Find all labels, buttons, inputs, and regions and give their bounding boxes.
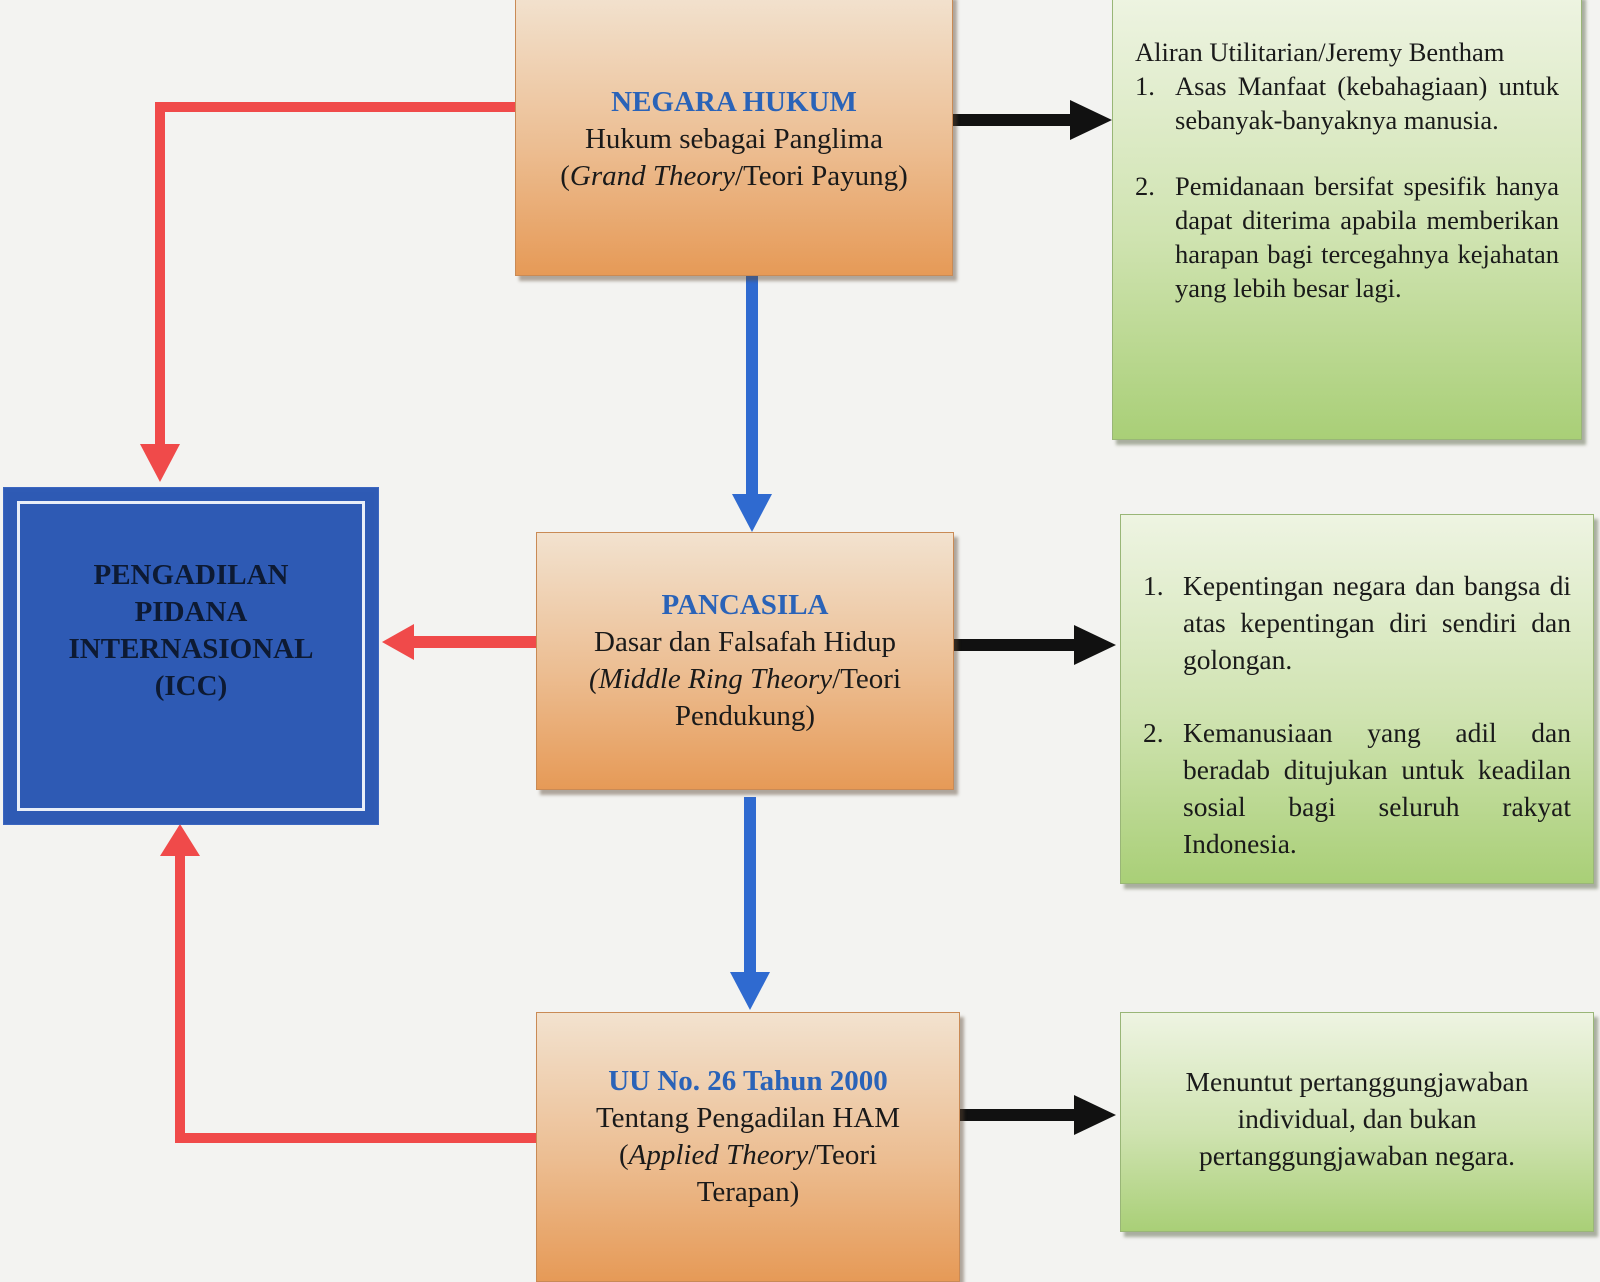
negara-hukum-subtitle: Hukum sebagai Panglima: [584, 122, 883, 155]
arrow-pancasila-to-points: [950, 625, 1116, 665]
middle-ring-theory-label: (Middle Ring Theory: [588, 663, 833, 695]
arrow-negara-hukum-to-icc: [140, 102, 515, 482]
arrow-pancasila-to-icc: [382, 624, 536, 660]
arrow-negara-hukum-to-utilitarian: [950, 100, 1112, 140]
uu26-theory: (Applied Theory/Teori: [618, 1139, 878, 1171]
negara-hukum-box: NEGARA HUKUM Hukum sebagai Panglima (Gra…: [515, 0, 953, 276]
arrow-uu26-to-icc: [160, 824, 536, 1143]
icc-label: PENGADILAN PIDANA INTERNASIONAL (ICC): [68, 559, 314, 702]
arrow-uu26-to-responsibility: [956, 1095, 1116, 1135]
pancasila-theory: (Middle Ring Theory/Teori: [588, 663, 902, 695]
uu26-theory-cont: Terapan): [696, 1176, 800, 1208]
arrow-negara-hukum-to-pancasila: [732, 275, 772, 532]
list-item: 1. Asas Manfaat (kebahagiaan) untuk seba…: [1135, 71, 1559, 135]
utilitarian-box: Aliran Utilitarian/Jeremy Bentham 1. Asa…: [1112, 0, 1582, 440]
pancasila-theory-cont: Pendukung): [674, 700, 816, 732]
arrow-pancasila-to-uu26: [730, 797, 770, 1010]
pancasila-box: PANCASILA Dasar dan Falsafah Hidup (Midd…: [536, 532, 954, 790]
uu26-box: UU No. 26 Tahun 2000 Tentang Pengadilan …: [536, 1012, 960, 1282]
negara-hukum-title: NEGARA HUKUM: [611, 85, 857, 118]
applied-theory-label: Applied Theory: [628, 1139, 809, 1171]
list-item: 2. Pemidanaan bersifat spesifik hanya da…: [1135, 171, 1559, 303]
grand-theory-label: Grand Theory: [569, 159, 736, 192]
uu26-subtitle: Tentang Pengadilan HAM: [595, 1102, 901, 1134]
pancasila-points-box: 1. Kepentingan negara dan bangsa di atas…: [1120, 514, 1594, 884]
list-item: 1. Kepentingan negara dan bangsa di atas…: [1143, 570, 1571, 675]
individual-responsibility-box: Menuntut pertanggungjawaban individual, …: [1120, 1012, 1594, 1232]
utilitarian-list: 1. Asas Manfaat (kebahagiaan) untuk seba…: [1135, 69, 1559, 305]
pancasila-points-list: 1. Kepentingan negara dan bangsa di atas…: [1143, 567, 1571, 862]
pancasila-subtitle: Dasar dan Falsafah Hidup: [594, 626, 896, 658]
icc-box: PENGADILAN PIDANA INTERNASIONAL (ICC): [4, 488, 378, 824]
utilitarian-heading: Aliran Utilitarian/Jeremy Bentham: [1135, 37, 1505, 67]
negara-hukum-theory: (Grand Theory/Teori Payung): [560, 159, 908, 192]
list-item: 2. Kemanusiaan yang adil dan beradab dit…: [1143, 717, 1571, 859]
pancasila-title: PANCASILA: [661, 589, 829, 621]
individual-responsibility-text: Menuntut pertanggungjawaban individual, …: [1185, 1066, 1529, 1171]
uu26-title: UU No. 26 Tahun 2000: [608, 1065, 888, 1097]
